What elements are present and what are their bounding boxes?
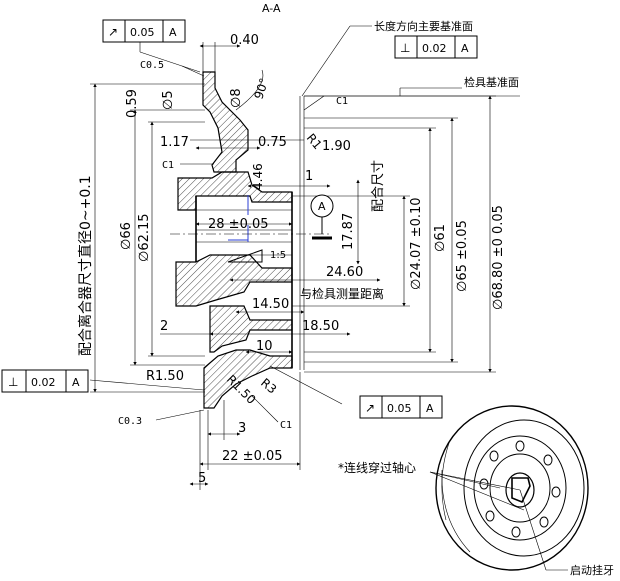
- svg-text:配合离合器尺寸直径0~+0.1: 配合离合器尺寸直径0~+0.1: [77, 175, 94, 356]
- svg-text:∅5: ∅5: [161, 90, 176, 110]
- svg-text:14.50: 14.50: [252, 297, 289, 312]
- svg-text:∅65 ±0.05: ∅65 ±0.05: [455, 220, 470, 292]
- dimension-labels: 长度方向主要基准面 检具基准面 0.40 C0.5 C1 0.59 ∅5 ∅8 …: [77, 19, 614, 577]
- svg-text:1.90: 1.90: [322, 139, 351, 154]
- svg-text:A: A: [461, 42, 469, 55]
- svg-text:0.75: 0.75: [258, 135, 287, 150]
- svg-text:18.50: 18.50: [302, 319, 339, 334]
- svg-text:配合尺寸: 配合尺寸: [371, 160, 386, 212]
- svg-text:28 ±0.05: 28 ±0.05: [208, 217, 269, 232]
- svg-text:22 ±0.05: 22 ±0.05: [222, 449, 283, 464]
- svg-text:4.46: 4.46: [251, 163, 265, 190]
- datum-marker-a: A: [310, 194, 334, 234]
- svg-text:1:5: 1:5: [270, 250, 286, 261]
- svg-text:1.17: 1.17: [160, 135, 189, 150]
- svg-text:A: A: [318, 200, 326, 213]
- svg-text:90°: 90°: [252, 76, 272, 101]
- svg-text:∅61: ∅61: [433, 224, 448, 252]
- svg-text:A: A: [426, 402, 434, 415]
- svg-text:24.60: 24.60: [326, 265, 363, 280]
- svg-text:10: 10: [256, 339, 273, 354]
- runout-symbol: ↗: [365, 401, 375, 415]
- fcf-top-runout: ↗ 0.05 A: [102, 19, 186, 43]
- runout-symbol: ↗: [108, 25, 118, 39]
- svg-text:∅62.15: ∅62.15: [137, 213, 152, 262]
- fcf-bottom-runout: ↗ 0.05 A: [359, 395, 443, 419]
- primary-length-datum-label: 长度方向主要基准面: [374, 19, 473, 33]
- svg-text:∅8: ∅8: [229, 88, 244, 108]
- svg-text:17.87: 17.87: [341, 213, 356, 250]
- svg-text:A: A: [169, 26, 177, 39]
- svg-text:∅24.07 ±0.10: ∅24.07 ±0.10: [409, 197, 424, 290]
- svg-text:C1: C1: [162, 160, 174, 171]
- svg-text:0.05: 0.05: [387, 402, 412, 415]
- start-tooth-label: 启动挂牙: [570, 563, 614, 577]
- section-title: A-A: [262, 2, 281, 15]
- perpendicularity-symbol: ⊥: [400, 41, 410, 55]
- svg-text:C0.5: C0.5: [140, 60, 164, 71]
- svg-text:∅68.80 ±0 0.05: ∅68.80 ±0 0.05: [491, 205, 506, 310]
- svg-text:1: 1: [305, 169, 313, 184]
- svg-text:C0.3: C0.3: [118, 416, 142, 427]
- fcf-top-perpendicularity: ⊥ 0.02 A: [394, 35, 478, 59]
- wire-note: *连线穿过轴心: [338, 460, 416, 475]
- dimension-lines: [89, 25, 520, 490]
- svg-text:C1: C1: [280, 420, 292, 431]
- svg-text:2: 2: [160, 319, 168, 334]
- svg-text:0.59: 0.59: [125, 89, 140, 118]
- svg-text:0.02: 0.02: [422, 42, 447, 55]
- fcf-left-perpendicularity: ⊥ 0.02 A: [1, 369, 89, 393]
- isometric-view: [429, 405, 589, 571]
- svg-text:R1.50: R1.50: [146, 369, 184, 384]
- svg-text:C1: C1: [336, 96, 348, 107]
- svg-text:3: 3: [238, 421, 246, 436]
- svg-text:∅66: ∅66: [119, 222, 134, 250]
- svg-text:R3: R3: [258, 376, 279, 397]
- gauge-datum-label: 检具基准面: [464, 75, 519, 89]
- svg-text:0.05: 0.05: [130, 26, 155, 39]
- svg-text:A: A: [72, 376, 80, 389]
- svg-text:0.02: 0.02: [31, 376, 56, 389]
- svg-text:0.40: 0.40: [230, 33, 259, 48]
- perpendicularity-symbol: ⊥: [8, 375, 18, 389]
- gauge-distance-label: 与检具测量距离: [300, 286, 384, 301]
- svg-text:5: 5: [198, 471, 206, 486]
